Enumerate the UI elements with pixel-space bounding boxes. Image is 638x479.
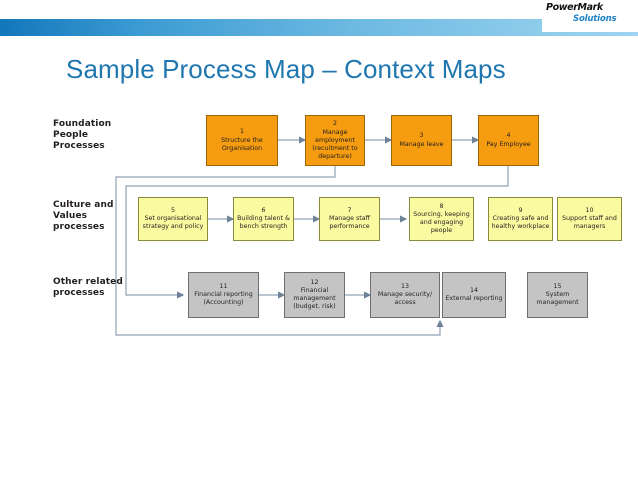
process-box-1-number: 1 [239,128,244,136]
process-box-8[interactable]: 8 Sourcing, keeping and engaging people [409,197,474,241]
process-box-9-label: Creating safe and healthy workplace [491,215,550,231]
process-box-6-label: Building talent & bench strength [237,215,290,231]
process-box-11[interactable]: 11 Financial reporting (Accounting) [188,272,259,318]
slide-header: PowerMark Solutions [0,0,638,36]
process-box-2-label: Manage employment (recuitment to departu… [312,128,358,160]
process-box-10[interactable]: 10 Support staff and managers [557,197,622,241]
process-box-7[interactable]: 7 Manage staff performance [319,197,380,241]
process-box-5[interactable]: 5 Set organisational strategy and policy [138,197,208,241]
process-box-13-label: Manage security/ access [377,291,433,307]
process-box-10-number: 10 [585,206,594,214]
process-box-10-label: Support staff and managers [562,215,617,231]
process-box-7-number: 7 [347,206,352,214]
process-box-11-label: Financial reporting (Accounting) [194,291,253,307]
process-box-3-number: 3 [419,132,424,140]
logo-text-solutions: Solutions [573,14,617,24]
process-box-15-number: 15 [553,282,562,290]
routing-path-inner [125,166,509,299]
row-label-other: Other related processes [53,277,123,298]
process-box-6[interactable]: 6 Building talent & bench strength [233,197,294,241]
process-box-13[interactable]: 13 Manage security/ access [370,272,440,318]
connector-lines [115,136,509,336]
header-gradient-bar [0,19,638,36]
process-box-9-number: 9 [518,206,523,214]
process-box-14-label: External reporting [445,295,503,303]
header-white-strip [0,0,638,19]
process-box-5-label: Set organisational strategy and policy [142,215,204,231]
process-box-1-label: Structure the Organisation [221,136,263,152]
process-box-5-number: 5 [170,206,175,214]
process-box-12-number: 12 [310,278,319,286]
row-label-foundation: Foundation People Processes [53,119,112,151]
process-box-9[interactable]: 9 Creating safe and healthy workplace [488,197,553,241]
process-box-4-label: Pay Employee [486,140,531,148]
routing-path-outer [115,166,444,336]
process-box-4-number: 4 [506,132,511,140]
process-box-12-label: Financial management (budget, risk) [293,287,336,311]
process-box-13-number: 13 [400,282,409,290]
process-box-12[interactable]: 12 Financial management (budget, risk) [284,272,345,318]
process-box-2[interactable]: 2 Manage employment (recuitment to depar… [305,115,365,166]
row-label-culture: Culture and Values processes [53,200,114,232]
process-box-3-label: Manage leave [399,140,444,148]
page-title: Sample Process Map – Context Maps [66,54,506,84]
process-box-8-label: Sourcing, keeping and engaging people [413,211,470,235]
powermark-logo: PowerMark Solutions [542,0,638,32]
process-box-1[interactable]: 1 Structure the Organisation [206,115,278,166]
process-map-diagram: Foundation People Processes Culture and … [0,100,638,360]
process-box-15[interactable]: 15 System management [527,272,588,318]
process-box-2-number: 2 [332,120,337,128]
process-box-14-number: 14 [469,286,478,294]
process-box-7-label: Manage staff performance [329,215,370,231]
process-box-14[interactable]: 14 External reporting [442,272,506,318]
process-box-11-number: 11 [219,282,228,290]
process-box-8-number: 8 [439,202,444,210]
process-box-6-number: 6 [261,206,266,214]
process-box-15-label: System management [536,291,579,307]
process-box-4[interactable]: 4 Pay Employee [478,115,539,166]
process-box-3[interactable]: 3 Manage leave [391,115,452,166]
logo-text-powermark: PowerMark [546,2,603,13]
